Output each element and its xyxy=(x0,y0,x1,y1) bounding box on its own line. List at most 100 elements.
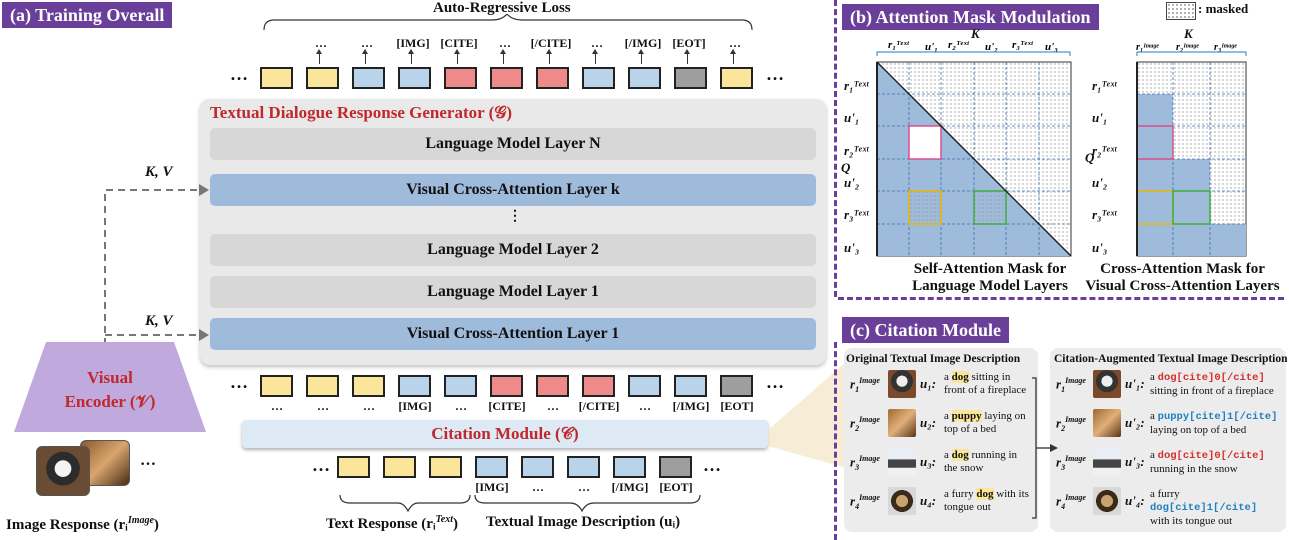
aug-image-thumb xyxy=(1093,370,1121,398)
cross-q-label: Q xyxy=(1085,150,1095,165)
mid-token-label: [CITE] xyxy=(488,399,526,413)
orig-desc-prefix: a xyxy=(944,410,952,422)
visual-encoder-label-1: Visual xyxy=(87,368,133,387)
aug-image-thumb xyxy=(1093,448,1121,476)
image-response-label: Image Response (rᵢImage) xyxy=(6,515,159,533)
bottom-token xyxy=(567,456,600,478)
orig-image-label: r1Image xyxy=(850,376,880,394)
aug-desc-object: dog xyxy=(1157,372,1177,384)
top-token-arrow xyxy=(595,52,596,64)
top-token-arrow xyxy=(457,52,458,64)
aug-desc-object: dog xyxy=(1150,502,1169,514)
self-row-label: u'₂ xyxy=(844,174,860,190)
loss-label: Auto-Regressive Loss xyxy=(433,0,571,16)
mid-token-label: … xyxy=(271,399,283,413)
mid-token xyxy=(490,375,523,397)
kv-arrows xyxy=(104,184,209,345)
aug-desc-cite-tag: [cite]1[/cite] xyxy=(1189,411,1278,423)
cross-row-label: r₂ᵀᵉˣᵗ xyxy=(1092,142,1117,158)
bottom-token xyxy=(659,456,692,478)
top-token-arrowhead xyxy=(454,49,460,54)
top-token-arrow xyxy=(503,52,504,64)
top-token-label: [/IMG] xyxy=(624,36,662,50)
cross-row-label: u'₁ xyxy=(1092,110,1108,126)
top-token xyxy=(628,67,661,89)
mid-token-label: [/CITE] xyxy=(578,399,620,413)
mid-token-label: [/IMG] xyxy=(672,399,710,413)
lm-layer-n: Language Model Layer N xyxy=(210,128,816,160)
bottom-token xyxy=(475,456,508,478)
aug-description: a furry dog[cite]1[/cite]with its tongue… xyxy=(1150,488,1284,528)
aug-u-label: u'₃: xyxy=(1125,454,1145,469)
col-u2: u'₂ xyxy=(985,41,998,53)
kv-label-bottom: K, V xyxy=(145,313,173,329)
augmented-description-panel xyxy=(1050,348,1286,532)
cross-row-label: r₁ᵀᵉˣᵗ xyxy=(1092,78,1117,93)
orig-desc-object: dog xyxy=(951,449,969,461)
orig-image-label: r3Image xyxy=(850,454,880,472)
orig-image-thumb xyxy=(888,370,916,398)
top-ellipsis-left: … xyxy=(230,64,248,84)
top-token-arrowhead xyxy=(592,49,598,54)
bottom-token-label: [EOT] xyxy=(659,480,693,494)
mid-token xyxy=(444,375,477,397)
col-r1-text: r₁ᵀᵉˣᵗ xyxy=(888,39,910,51)
top-token-arrow xyxy=(733,52,734,64)
orig-desc-object: dog xyxy=(976,488,994,500)
bottom-token-label: [/IMG] xyxy=(611,480,649,494)
original-title: Original Textual Image Description xyxy=(846,353,1021,365)
textual-description-label: Textual Image Description (uᵢ) xyxy=(486,514,681,530)
top-token-arrowhead xyxy=(316,49,322,54)
mid-token xyxy=(582,375,615,397)
bottom-token xyxy=(429,456,462,478)
top-token xyxy=(306,67,339,89)
col-r3-text: r₃ᵀᵉˣᵗ xyxy=(1012,39,1034,51)
kv-label-top: K, V xyxy=(145,164,173,180)
divider-vertical-lower xyxy=(834,342,839,540)
generator-title: Textual Dialogue Response Generator (𝒢) xyxy=(210,103,513,122)
orig-u-label: u₂: xyxy=(920,415,937,430)
image-response-text: Image Response (rᵢ xyxy=(6,517,128,533)
col-r2-image: r₂ᴵᵐᵃᵍᵉ xyxy=(1176,42,1199,53)
bottom-token xyxy=(613,456,646,478)
self-row-label: u'₁ xyxy=(844,110,860,126)
mid-token xyxy=(720,375,753,397)
orig-u-label: u₄: xyxy=(920,493,937,508)
bottom-token xyxy=(337,456,370,478)
orig-image-thumb xyxy=(888,409,916,437)
top-token xyxy=(720,67,753,89)
bottom-token xyxy=(383,456,416,478)
cross-row-label: u'₃ xyxy=(1092,239,1108,255)
cross-row-label: r₃ᵀᵉˣᵗ xyxy=(1092,207,1117,223)
cross-attention-matrix: r₁ᴵᵐᵃᵍᵉ r₂ᴵᵐᵃᵍᵉ r₃ᴵᵐᵃᵍᵉ xyxy=(1136,42,1247,257)
top-token-arrowhead xyxy=(730,49,736,54)
mid-token-label: … xyxy=(547,399,559,413)
top-token-label: [EOT] xyxy=(672,36,706,50)
top-token-label: [/CITE] xyxy=(530,36,572,50)
top-token-label: … xyxy=(499,36,511,50)
aug-desc-prefix: a furry xyxy=(1150,488,1180,500)
top-token-label: … xyxy=(591,36,603,50)
orig-desc-object: puppy xyxy=(951,410,982,422)
top-token-arrowhead xyxy=(500,49,506,54)
col-u1: u'₁ xyxy=(925,41,938,53)
image-response-thumb-1 xyxy=(36,446,90,496)
aug-desc-cite-tag: [cite]1[/cite] xyxy=(1168,502,1258,514)
aug-description: a puppy[cite]1[/cite]laying on top of a … xyxy=(1150,410,1284,437)
bottom-token-label: … xyxy=(578,480,590,494)
mid-token xyxy=(674,375,707,397)
aug-desc-rest: with its tongue out xyxy=(1150,515,1233,527)
aug-desc-rest: laying on top of a bed xyxy=(1150,424,1247,436)
orig-description: a dog sitting in front of a fireplace xyxy=(944,371,1030,397)
top-token xyxy=(260,67,293,89)
self-row-label: r₂ᵀᵉˣᵗ xyxy=(844,142,869,158)
top-token-arrow xyxy=(641,52,642,64)
mid-token-label: … xyxy=(363,399,375,413)
divider-horizontal xyxy=(838,297,1284,300)
aug-image-label: r3Image xyxy=(1056,454,1086,472)
bottom-ellipsis-left: … xyxy=(312,455,330,475)
top-token-label: [CITE] xyxy=(440,36,478,50)
mid-token xyxy=(352,375,385,397)
bottom-ellipsis-right: … xyxy=(703,455,721,475)
col-r2-text: r₂ᵀᵉˣᵗ xyxy=(948,39,970,51)
